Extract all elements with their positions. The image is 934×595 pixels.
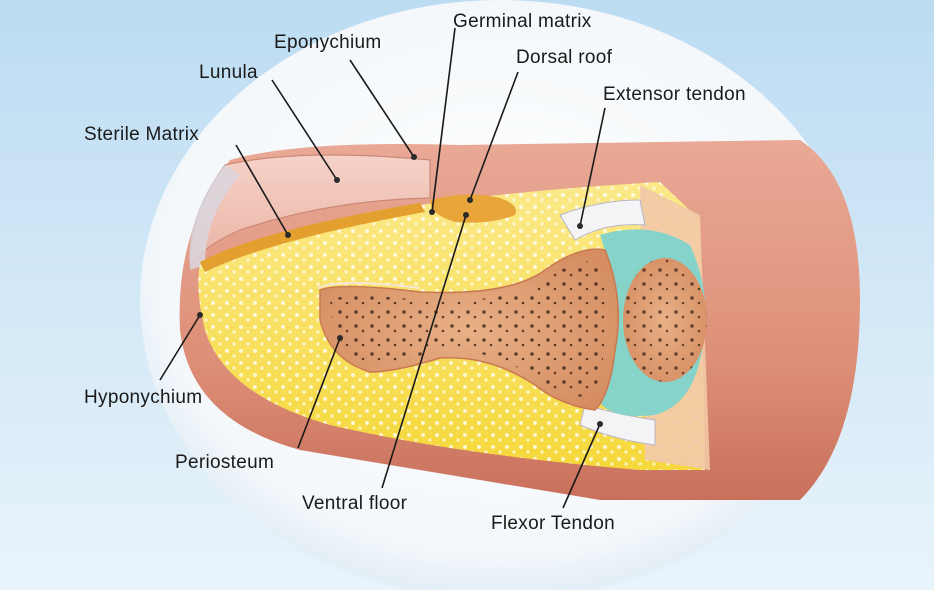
label-extensor-tendon: Extensor tendon [603, 84, 746, 105]
label-ventral-floor: Ventral floor [302, 493, 408, 514]
label-periosteum: Periosteum [175, 452, 274, 473]
label-hyponychium: Hyponychium [84, 387, 202, 408]
label-germinal-matrix: Germinal matrix [453, 11, 592, 32]
label-dorsal-roof: Dorsal roof [516, 47, 613, 68]
label-flexor-tendon: Flexor Tendon [491, 513, 615, 534]
label-eponychium: Eponychium [274, 32, 382, 53]
label-sterile-matrix: Sterile Matrix [84, 124, 199, 145]
label-lunula: Lunula [199, 62, 258, 83]
